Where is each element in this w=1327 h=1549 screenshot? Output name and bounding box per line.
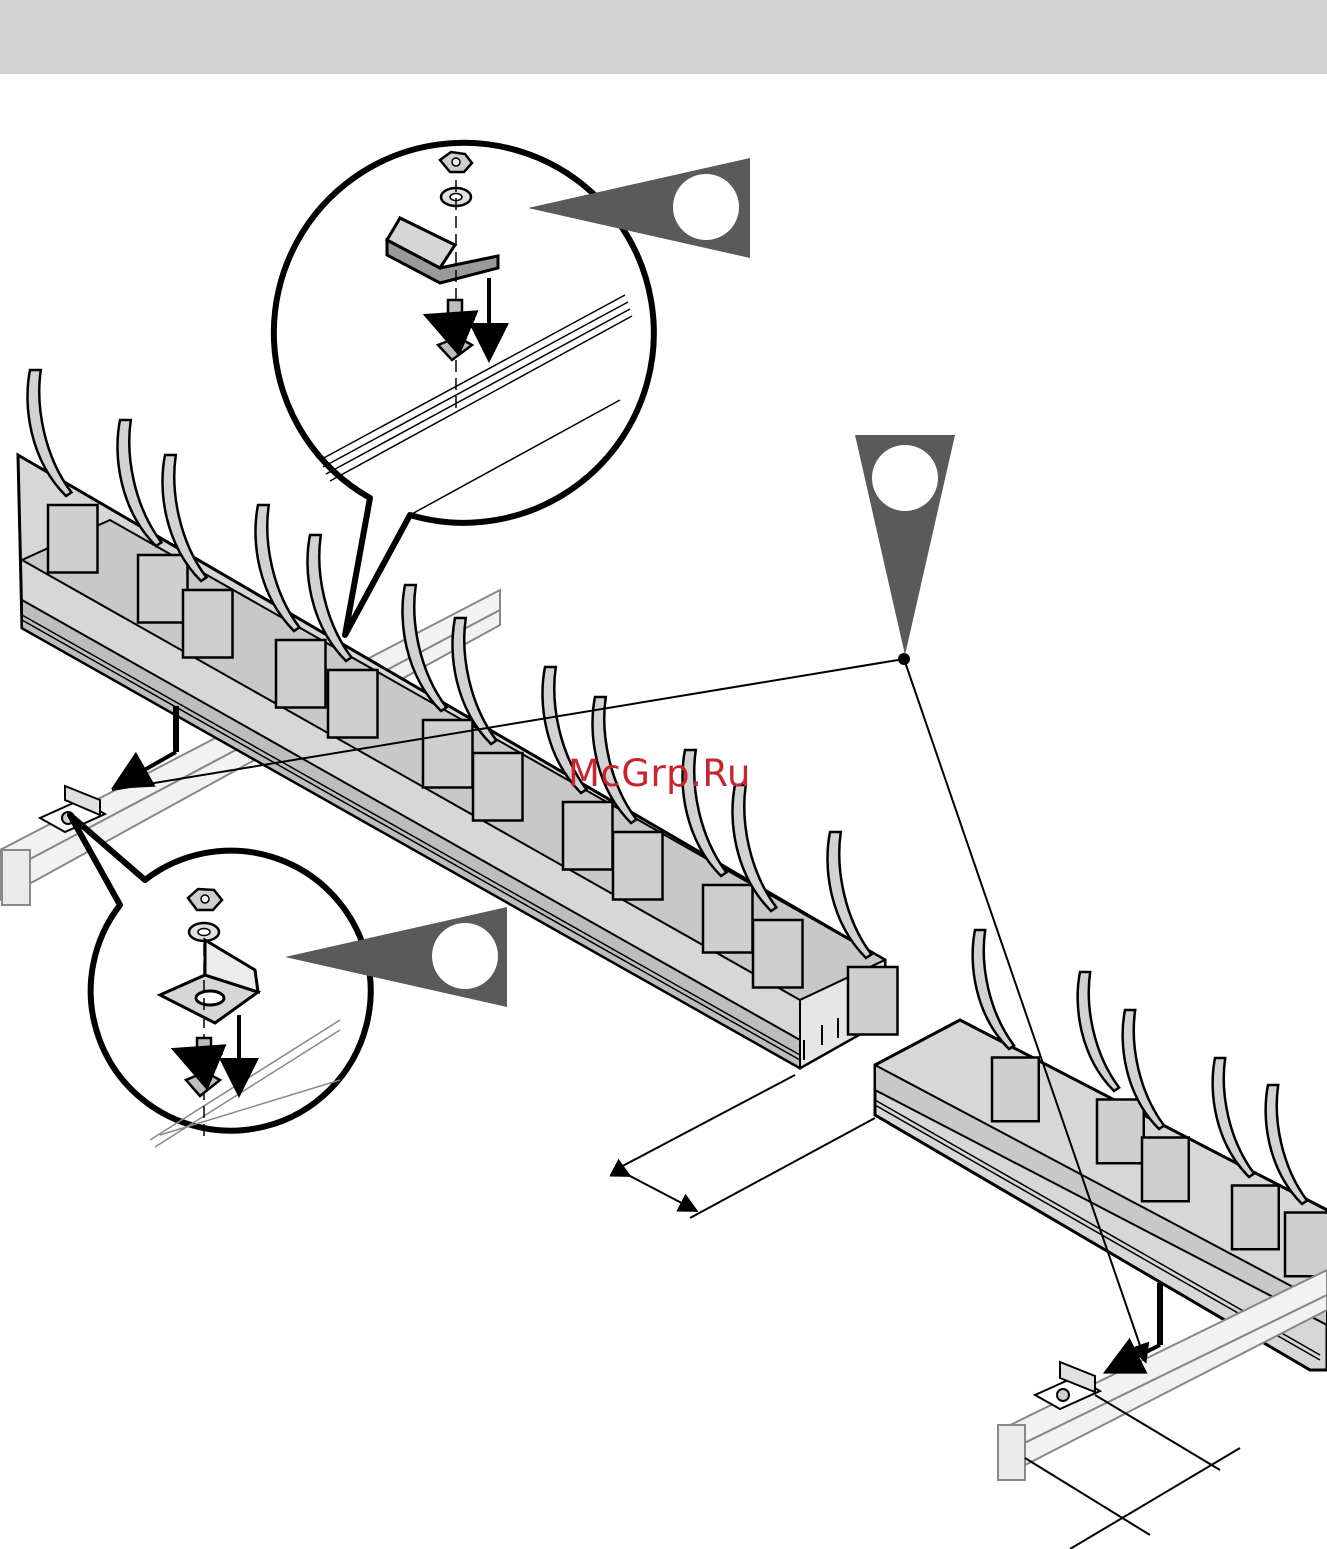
watermark-text: McGrp.Ru — [568, 752, 751, 795]
clip-post — [183, 590, 233, 658]
clip-post — [1097, 1100, 1144, 1164]
clip-post — [48, 505, 98, 573]
clip-post — [473, 753, 523, 821]
clip-post — [328, 670, 378, 738]
callout-pointer-down — [855, 435, 955, 655]
dimension-duct-gap — [615, 1075, 875, 1218]
cable-clip — [1078, 972, 1119, 1091]
clip-post — [753, 920, 803, 988]
clip-post — [848, 967, 898, 1035]
clip-post — [1285, 1213, 1327, 1277]
clip-post — [423, 720, 473, 788]
fixing-point-dot — [898, 653, 910, 665]
clip-post — [703, 885, 753, 953]
clip-post — [138, 555, 188, 623]
clip-post — [563, 802, 613, 870]
clip-post — [1232, 1186, 1279, 1250]
clip-post — [276, 640, 326, 708]
hex-nut-icon — [188, 889, 222, 910]
clip-post — [992, 1058, 1039, 1122]
clip-post — [1142, 1138, 1189, 1202]
clip-post — [613, 832, 663, 900]
detail-magnifier-bottom — [70, 815, 371, 1147]
